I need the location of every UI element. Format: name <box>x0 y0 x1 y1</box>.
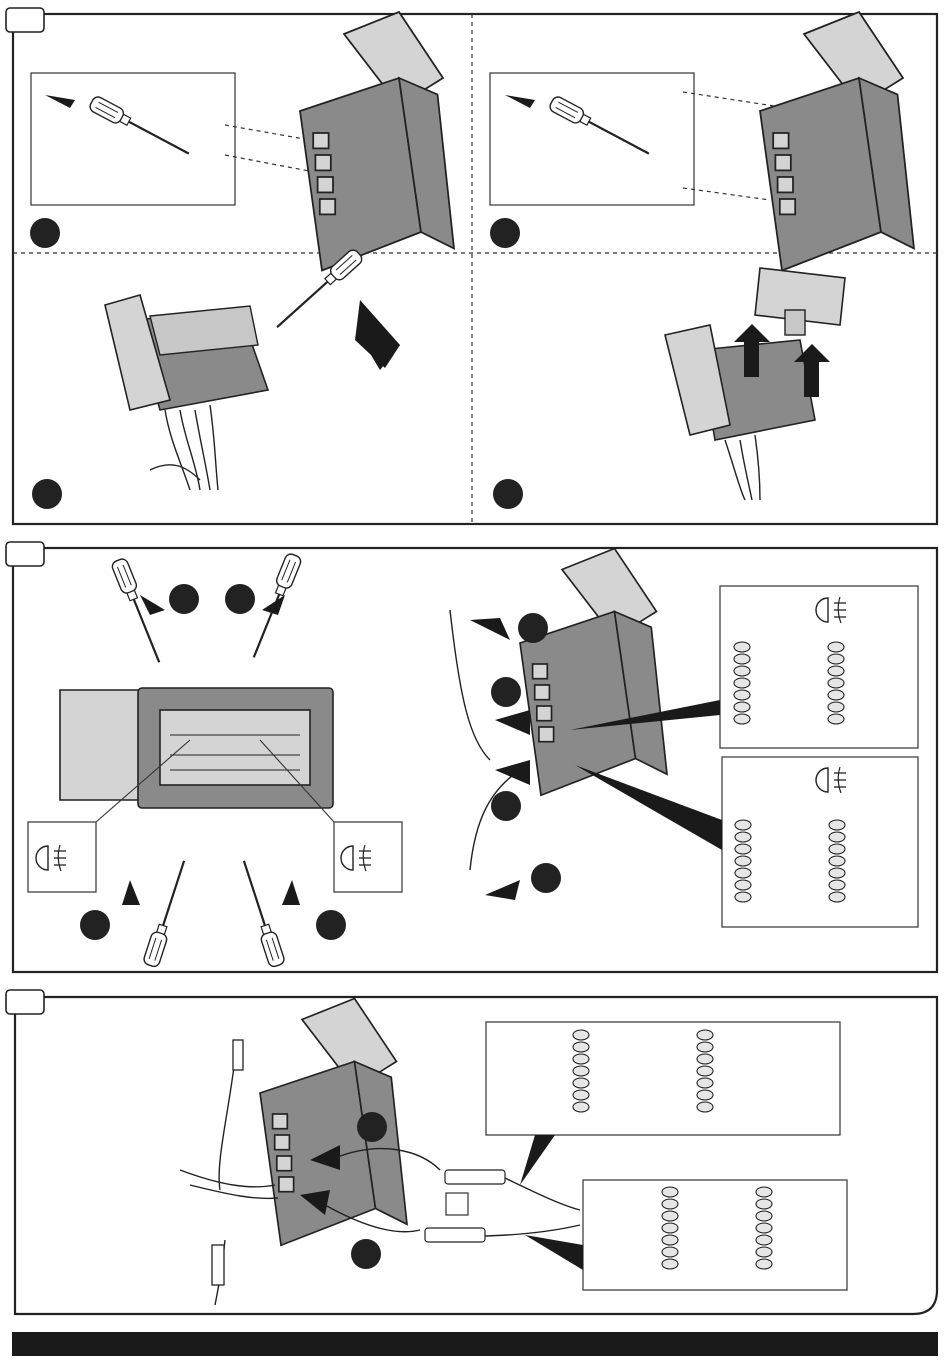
step-1-2 <box>490 12 914 271</box>
footer-bar <box>12 1332 938 1356</box>
step-1-1 <box>30 12 454 271</box>
step-1-4 <box>493 268 845 509</box>
connector-face <box>60 688 333 808</box>
panel-2 <box>6 542 937 972</box>
panel-1 <box>6 8 937 524</box>
panel-3 <box>6 990 937 1314</box>
step-1-3 <box>32 248 400 509</box>
